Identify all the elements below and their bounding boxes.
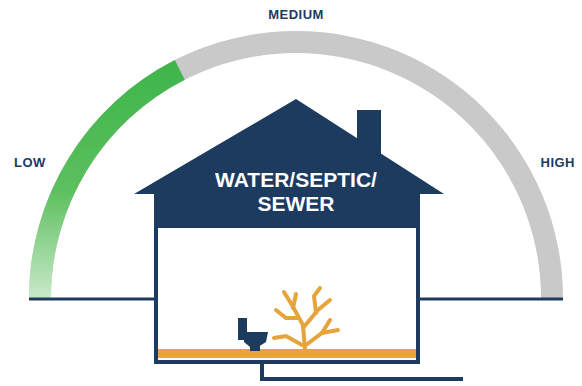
gauge-level-label: MEDIUM: [268, 7, 324, 22]
sludge-layer: [158, 349, 416, 358]
house-title: WATER/SEPTIC/ SEWER: [189, 168, 403, 216]
gauge-level-label: HIGH: [541, 155, 576, 170]
house-node: WATER/SEPTIC/ SEWER: [128, 95, 452, 385]
house-illustration: [128, 95, 452, 385]
house-roof: [134, 99, 444, 228]
sewage-splash: [274, 288, 338, 350]
sewer-pipe: [262, 362, 463, 379]
gauge-level-label: LOW: [14, 155, 46, 170]
toilet: [238, 318, 268, 351]
